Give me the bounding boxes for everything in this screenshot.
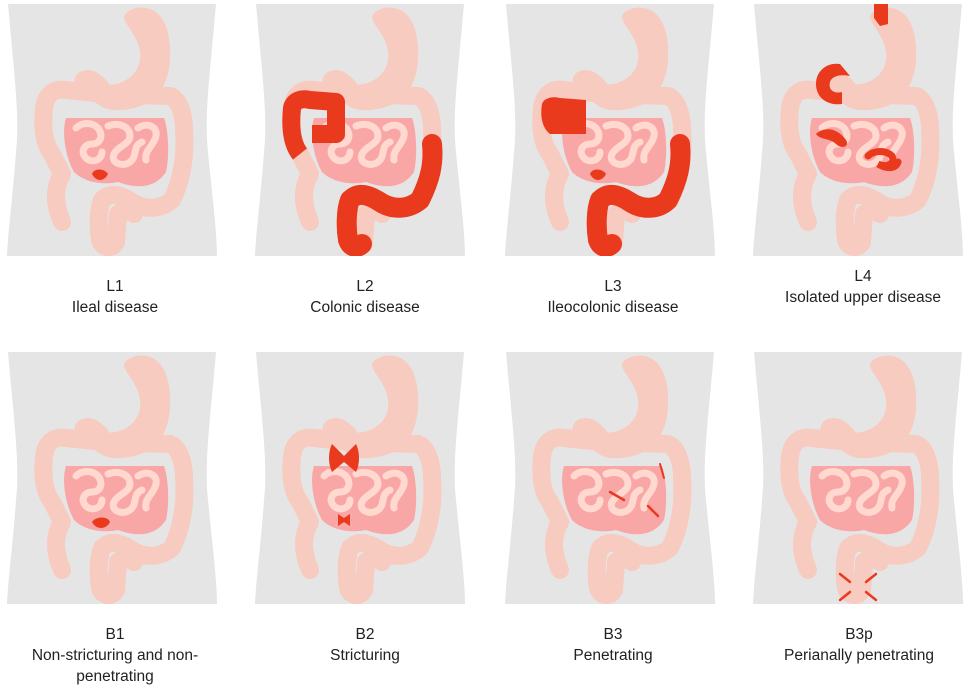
caption-b3-code: B3 bbox=[498, 624, 728, 645]
caption-l2-label: Colonic disease bbox=[250, 297, 480, 318]
caption-b3p-label: Perianally penetrating bbox=[744, 645, 966, 666]
caption-l1: L1 Ileal disease bbox=[0, 276, 230, 318]
l4-illustration bbox=[750, 4, 966, 256]
caption-l2: L2 Colonic disease bbox=[250, 276, 480, 318]
l2-illustration bbox=[252, 4, 468, 256]
caption-b1-label-line2: penetrating bbox=[0, 666, 230, 687]
caption-b3: B3 Penetrating bbox=[498, 624, 728, 666]
caption-b1-label-line1: Non-stricturing and non- bbox=[0, 645, 230, 666]
cecum-lesion bbox=[541, 97, 586, 134]
caption-l4: L4 Isolated upper disease bbox=[748, 266, 966, 308]
caption-l3-label: Ileocolonic disease bbox=[498, 297, 728, 318]
caption-b2: B2 Stricturing bbox=[250, 624, 480, 666]
caption-b2-code: B2 bbox=[250, 624, 480, 645]
b3-illustration bbox=[502, 352, 718, 604]
caption-l1-label: Ileal disease bbox=[0, 297, 230, 318]
l3-illustration bbox=[502, 4, 718, 256]
panel-l1 bbox=[4, 4, 220, 256]
caption-b2-label: Stricturing bbox=[250, 645, 480, 666]
caption-l3-code: L3 bbox=[498, 276, 728, 297]
caption-l3: L3 Ileocolonic disease bbox=[498, 276, 728, 318]
panel-l3 bbox=[502, 4, 718, 256]
panel-b1 bbox=[4, 352, 220, 604]
panel-b2 bbox=[252, 352, 468, 604]
panel-b3p bbox=[750, 352, 966, 604]
caption-l2-code: L2 bbox=[250, 276, 480, 297]
panel-l4 bbox=[750, 4, 966, 256]
caption-b3p-code: B3p bbox=[744, 624, 966, 645]
b3p-illustration bbox=[750, 352, 966, 604]
caption-l4-code: L4 bbox=[748, 266, 966, 287]
caption-b3p: B3p Perianally penetrating bbox=[744, 624, 966, 666]
caption-b1: B1 Non-stricturing and non- penetrating bbox=[0, 624, 230, 687]
b1-illustration bbox=[4, 352, 220, 604]
caption-b3-label: Penetrating bbox=[498, 645, 728, 666]
caption-l1-code: L1 bbox=[0, 276, 230, 297]
caption-b1-code: B1 bbox=[0, 624, 230, 645]
panel-l2 bbox=[252, 4, 468, 256]
panel-b3 bbox=[502, 352, 718, 604]
caption-l4-label: Isolated upper disease bbox=[748, 287, 966, 308]
l1-illustration bbox=[4, 4, 220, 256]
b2-illustration bbox=[252, 352, 468, 604]
